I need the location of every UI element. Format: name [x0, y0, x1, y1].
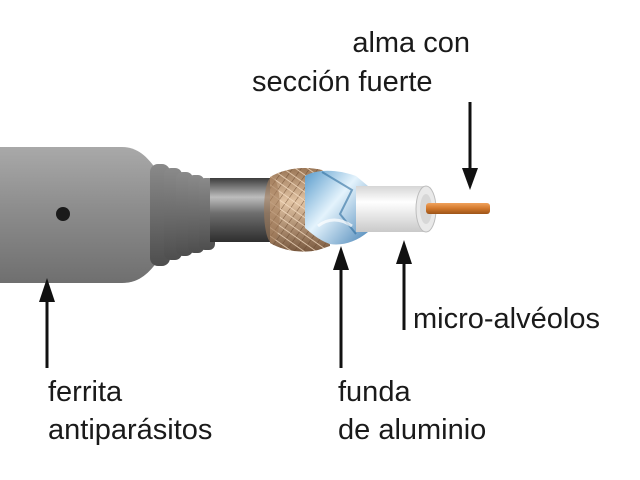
foil-label-line1: funda — [338, 376, 411, 408]
core-label: alma con — [352, 24, 470, 62]
foam-arrow — [396, 240, 412, 330]
ferrite-plug — [0, 147, 215, 283]
ferrite-label: ferrita antiparásitos — [48, 373, 212, 449]
copper-core — [426, 203, 490, 214]
ferrite-label-line2: antiparásitos — [48, 414, 213, 446]
dielectric-foam — [356, 185, 437, 233]
ferrite-label-line1: ferrita — [48, 376, 123, 408]
foam-label-line1: micro-alvéolos — [413, 303, 600, 335]
plug-hole-icon — [56, 207, 70, 221]
ferrite-arrow — [39, 278, 55, 368]
arrows — [39, 102, 478, 368]
foam-label: micro-alvéolos — [413, 300, 600, 338]
foil-label: funda de aluminio — [338, 373, 486, 449]
core-label-line1: alma con — [352, 27, 470, 59]
foil-label-line2: de aluminio — [338, 414, 487, 446]
core-label-line2: sección fuerte — [252, 66, 433, 98]
core-label-2: sección fuerte — [252, 63, 433, 101]
aluminum-foil — [305, 170, 368, 245]
foil-arrow — [333, 246, 349, 368]
core-arrow — [462, 102, 478, 190]
